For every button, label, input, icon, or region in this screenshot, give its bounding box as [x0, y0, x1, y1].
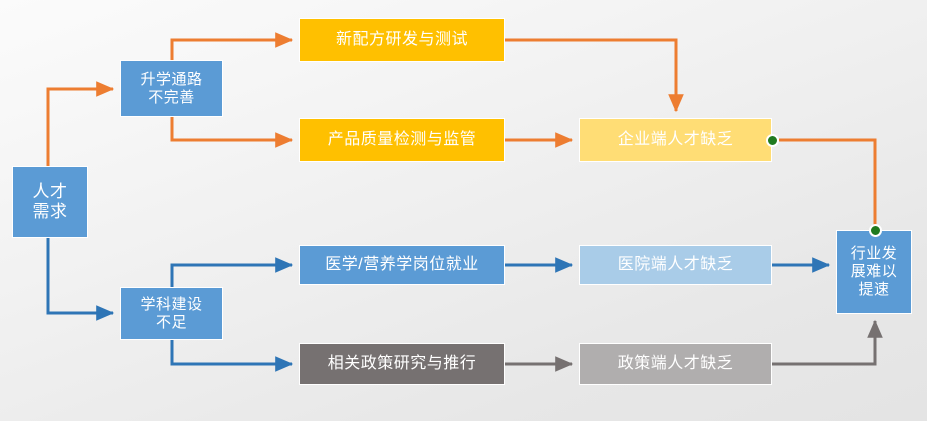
- node-enterprise-talent-gap[interactable]: 企业端人才缺乏: [579, 118, 772, 162]
- node-industry-growth-slow[interactable]: 行业发 展难以 提速: [836, 230, 912, 314]
- node-medical-nutrition-jobs[interactable]: 医学/营养学岗位就业: [299, 245, 505, 285]
- node-pathway-incomplete[interactable]: 升学通路 不完善: [120, 60, 223, 117]
- connector-dot-industry-top[interactable]: [869, 224, 882, 237]
- node-policy-research-promotion[interactable]: 相关政策研究与推行: [299, 343, 505, 385]
- node-talent-demand[interactable]: 人才 需求: [12, 166, 88, 238]
- node-discipline-insufficient[interactable]: 学科建设 不足: [120, 287, 223, 340]
- connector-dot-enterprise-right[interactable]: [766, 134, 779, 147]
- edge-formula-rd-to-enterprise-gap: [505, 38, 684, 113]
- edge-enterprise-gap-to-industry-slow: [779, 138, 877, 227]
- node-policy-talent-gap[interactable]: 政策端人才缺乏: [579, 343, 772, 385]
- edge-demand-to-pathway: [46, 81, 115, 166]
- edge-pathway-to-quality-check: [170, 117, 294, 148]
- edge-discipline-to-policy-research: [170, 340, 294, 372]
- node-formula-rd-testing[interactable]: 新配方研发与测试: [299, 18, 505, 62]
- edge-pathway-to-formula-rd: [170, 32, 294, 60]
- edge-policy-gap-to-industry-slow: [772, 319, 883, 366]
- edge-discipline-to-med-jobs: [170, 257, 294, 287]
- node-hospital-talent-gap[interactable]: 医院端人才缺乏: [579, 245, 772, 285]
- node-product-quality-inspection[interactable]: 产品质量检测与监管: [299, 118, 505, 162]
- edge-demand-to-discipline: [46, 238, 115, 321]
